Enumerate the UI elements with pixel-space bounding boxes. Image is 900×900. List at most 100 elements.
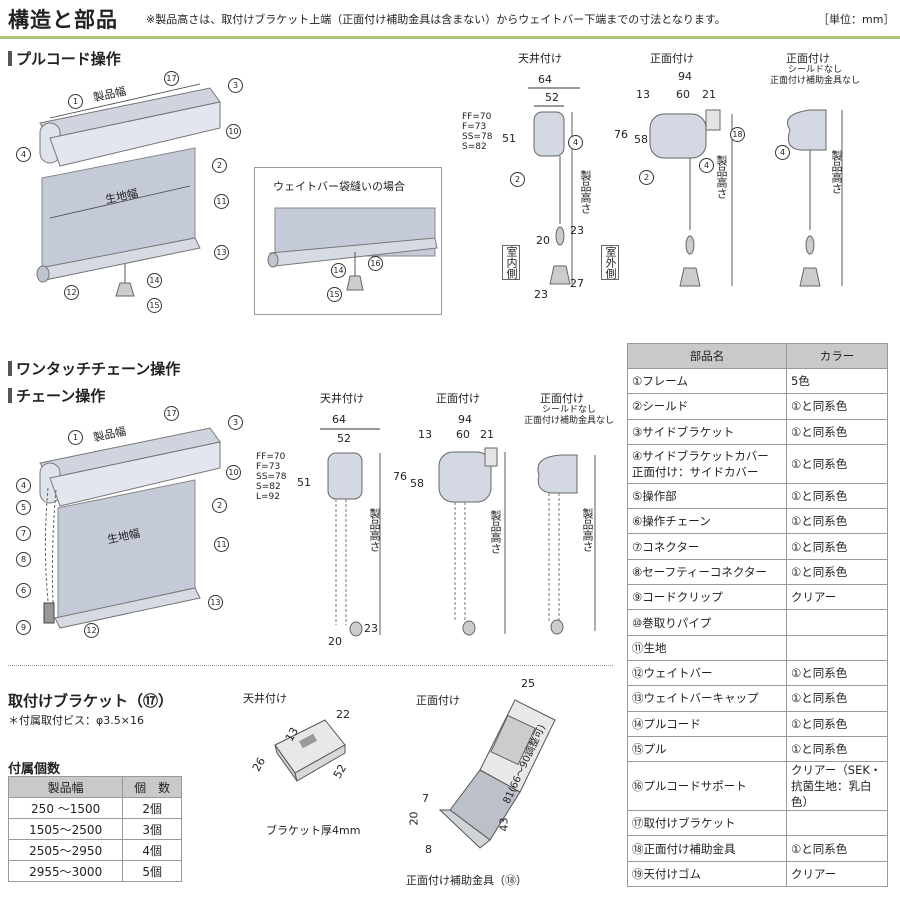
qty-title: 付属個数 [8,762,61,777]
part-color: ①と同系色 [786,685,888,712]
pc-dim-27: 27 [570,277,584,290]
part-name: ⑦コネクター [627,533,787,560]
ch-dim-20: 20 [328,635,342,648]
pc-front-dim-94: 94 [678,70,692,83]
part-color: ①と同系色 [786,508,888,535]
pc-front-callout-4: 4 [699,158,714,173]
ch-front-dim-76: 76 [393,470,407,483]
part-name: ⑰取付けブラケット [627,810,787,837]
part-name: ⑧セーフティーコネクター [627,558,787,586]
part-color: クリアー（SEK・抗菌生地：乳白色） [786,761,888,812]
page-title: 構造と部品 [8,8,118,32]
section-onetouch: ワンタッチチェーン操作 [8,358,180,379]
callout-1: 1 [68,94,83,109]
parts-header-name: 部品名 [627,343,787,369]
aux-bracket-diagram [438,699,556,849]
chain-callout-6: 6 [16,583,31,598]
part-color: クリアー [786,584,888,611]
chain-callout-11: 11 [214,537,229,552]
pc-front-product-height: 製品高さ [715,155,728,199]
part-name: ⑬ウェイトバーキャップ [627,685,787,712]
callout-2: 2 [212,158,227,173]
part-name: ⑭プルコード [627,710,787,737]
part-name: ⑥操作チェーン [627,508,787,535]
section-bracket: 取付けブラケット（⑰） [8,692,174,710]
part-name: ⑫ウェイトバー [627,659,787,687]
chain-callout-5: 5 [16,500,31,515]
ch-noshield-note: シールドなし正面付け補助金具なし [524,405,615,426]
label-indoor: 室内側 [502,245,520,280]
part-name: ⑩巻取りパイプ [627,609,787,636]
pc-noshield-product-height: 製品高さ [830,150,843,194]
aux-dim-43: 43 [497,817,511,832]
ch-front-dim-58: 58 [410,477,424,490]
chain-callout-4: 4 [16,478,31,493]
chain-illustration [39,427,221,629]
callout-14b: 14 [331,263,346,278]
ch-front-diagram [438,447,506,636]
bracket-ceiling-diagram [274,719,346,782]
ch-dim-23: 23 [364,622,378,635]
ch-ceiling-diagram [320,428,381,637]
part-name: ①フレーム [627,367,787,395]
page-header [0,0,900,39]
ch-front-dim-21: 21 [480,428,494,441]
pc-noshield-diagram [787,109,843,287]
weightbar-inset: ウェイトバー袋縫いの場合 14 16 15 [254,167,442,315]
ch-front-dim-60: 60 [456,428,470,441]
pc-ceiling-title: 天井付け [518,52,562,65]
part-name: ⑤操作部 [627,482,787,510]
pc-front-dim-60: 60 [676,88,690,101]
part-color [786,609,888,636]
chain-callout-13: 13 [208,595,223,610]
callout-14: 14 [147,273,162,288]
ch-ceil-product-height: 製品高さ [368,508,381,552]
pc-front-title: 正面付け [650,52,694,65]
pc-front-dim-13: 13 [636,88,650,101]
pc-front-diagram [649,109,733,287]
pc-dim-20: 20 [536,234,550,247]
ch-ceil-dim-52: 52 [337,432,351,445]
br-dim-22: 22 [336,708,350,721]
pc-front-callout-18: 18 [730,127,745,142]
ch-front-product-height: 製品高さ [489,510,502,554]
pc-ceil-callout-4: 4 [568,135,583,150]
pc-ceil-dim-51: 51 [502,132,516,145]
pc-front-dim-76: 76 [614,128,628,141]
callout-3: 3 [228,78,243,93]
part-name: ⑪生地 [627,634,787,661]
chain-callout-7: 7 [16,526,31,541]
part-name: ⑯プルコードサポート [627,761,787,812]
pc-ceil-dim-52: 52 [545,91,559,104]
part-name: ③サイドブラケット [627,418,787,445]
qty-header-width: 製品幅 [7,776,124,798]
callout-10: 10 [226,124,241,139]
weightbar-inset-title: ウェイトバー袋縫いの場合 [273,180,405,193]
pc-noshield-title: 正面付け [786,52,830,65]
part-color: ①と同系色 [786,558,888,586]
callout-11: 11 [214,194,229,209]
pc-ceil-callout-2: 2 [510,172,525,187]
part-color: ①と同系色 [786,393,888,420]
chain-callout-3: 3 [228,415,243,430]
chain-callout-10: 10 [226,465,241,480]
section-divider [8,665,613,666]
table-row: ⑩巻取りパイプ [627,609,888,636]
chain-callout-9: 9 [16,620,31,635]
bracket-thickness: ブラケット厚4mm [266,824,361,837]
